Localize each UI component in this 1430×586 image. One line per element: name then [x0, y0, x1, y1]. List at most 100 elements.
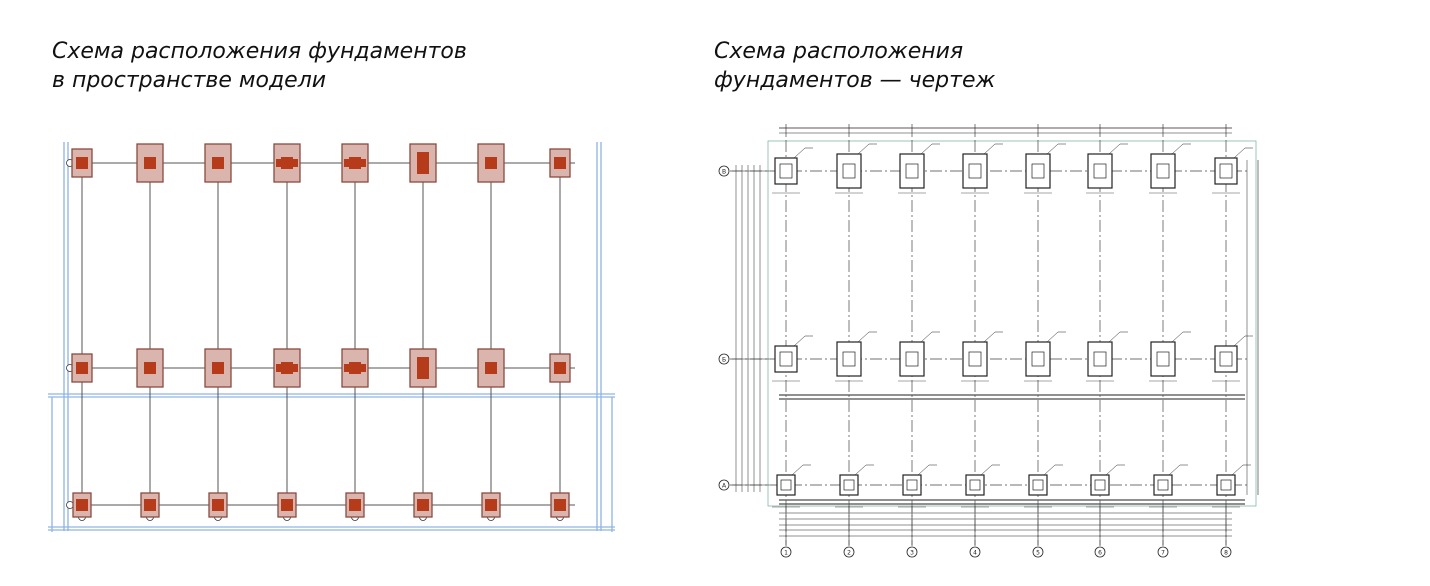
- column-axis-label: 5: [1036, 550, 1040, 557]
- footing-pedestal: [1093, 163, 1107, 179]
- leader-line: [854, 464, 867, 476]
- row-axis-label: А: [722, 483, 727, 490]
- row-axis-label: В: [722, 169, 726, 176]
- column-stub: [554, 157, 566, 169]
- footing-outline: [1214, 157, 1238, 185]
- column-stub: [212, 362, 224, 374]
- footing-pedestal: [1156, 351, 1170, 367]
- footing-outline: [1090, 474, 1110, 496]
- column-stub: [554, 499, 566, 511]
- column-stub: [76, 157, 88, 169]
- column-stub: [417, 152, 429, 174]
- footing-outline: [774, 157, 798, 185]
- column-axis-bubble: [1157, 546, 1169, 558]
- row-axis-bubble: [718, 165, 730, 177]
- column-axis-label: 8: [1224, 550, 1228, 557]
- column-stub: [349, 157, 361, 169]
- footing-pedestal: [842, 351, 856, 367]
- column-axis-label: 2: [847, 550, 851, 557]
- footing-pedestal: [1032, 479, 1044, 491]
- footing-pedestal: [1156, 163, 1170, 179]
- footing-outline: [1025, 153, 1051, 189]
- column-axis-label: 3: [910, 550, 914, 557]
- column-stub: [144, 499, 156, 511]
- leader-line: [1046, 331, 1059, 343]
- footing-outline: [1028, 474, 1048, 496]
- footing-pedestal: [1219, 351, 1233, 367]
- footing-pedestal: [1094, 479, 1106, 491]
- column-stub: [76, 499, 88, 511]
- leader-line: [920, 143, 933, 155]
- column-axis-label: 7: [1161, 550, 1165, 557]
- column-stub: [485, 157, 497, 169]
- column-axis-bubble: [906, 546, 918, 558]
- footing-pedestal: [842, 163, 856, 179]
- column-stub: [554, 362, 566, 374]
- column-stub: [281, 157, 293, 169]
- footing-pedestal: [968, 163, 982, 179]
- leader-line: [791, 464, 804, 476]
- footing-outline: [902, 474, 922, 496]
- footing-pedestal: [905, 351, 919, 367]
- row-axis-bubble: [718, 479, 730, 491]
- leader-line: [1046, 143, 1059, 155]
- right-panel-title: Схема расположения фундаментов — чертеж: [714, 39, 996, 93]
- left-panel-title: Схема расположения фундаментов в простра…: [52, 39, 467, 93]
- footing-pedestal: [906, 479, 918, 491]
- leader-line: [1231, 464, 1244, 476]
- footing-outline: [899, 341, 925, 377]
- footing-outline: [1150, 341, 1176, 377]
- row-axis-bubble: [718, 353, 730, 365]
- footing-outline: [1153, 474, 1173, 496]
- leader-line: [920, 331, 933, 343]
- footing-outline: [899, 153, 925, 189]
- drawing-frame: [767, 140, 1257, 507]
- column-stub: [76, 362, 88, 374]
- leader-line: [1105, 464, 1118, 476]
- footing-pedestal: [968, 351, 982, 367]
- footing-pedestal: [779, 351, 793, 367]
- footing-outline: [774, 345, 798, 373]
- leader-line: [1168, 464, 1181, 476]
- footing-outline: [962, 341, 988, 377]
- column-stub: [417, 499, 429, 511]
- column-stub: [485, 362, 497, 374]
- footing-outline: [1087, 153, 1113, 189]
- footing-pedestal: [780, 479, 792, 491]
- column-stub: [144, 362, 156, 374]
- column-stub: [349, 499, 361, 511]
- footing-pedestal: [1220, 479, 1232, 491]
- column-axis-bubble: [780, 546, 792, 558]
- footing-pedestal: [843, 479, 855, 491]
- footing-outline: [965, 474, 985, 496]
- column-stub: [349, 362, 361, 374]
- column-axis-label: 6: [1098, 550, 1102, 557]
- footing-outline: [1214, 345, 1238, 373]
- footing-pedestal: [905, 163, 919, 179]
- column-stub: [144, 157, 156, 169]
- leader-line: [983, 143, 996, 155]
- column-axis-bubble: [1094, 546, 1106, 558]
- column-stub: [212, 499, 224, 511]
- footing: [409, 348, 437, 388]
- column-stub: [281, 499, 293, 511]
- leader-line: [1108, 331, 1121, 343]
- leader-line: [983, 331, 996, 343]
- leader-line: [1108, 143, 1121, 155]
- column-axis-bubble: [1220, 546, 1232, 558]
- column-stub: [417, 357, 429, 379]
- footing-pedestal: [1031, 163, 1045, 179]
- leader-line: [793, 147, 806, 159]
- footing-pedestal: [779, 163, 793, 179]
- footing-outline: [962, 153, 988, 189]
- column-axis-bubble: [1032, 546, 1044, 558]
- footing-pedestal: [1157, 479, 1169, 491]
- footing-pedestal: [969, 479, 981, 491]
- leader-line: [1233, 335, 1246, 347]
- leader-line: [857, 331, 870, 343]
- leader-line: [1233, 147, 1246, 159]
- column-axis-label: 1: [784, 550, 788, 557]
- column-axis-bubble: [843, 546, 855, 558]
- footing-outline: [1087, 341, 1113, 377]
